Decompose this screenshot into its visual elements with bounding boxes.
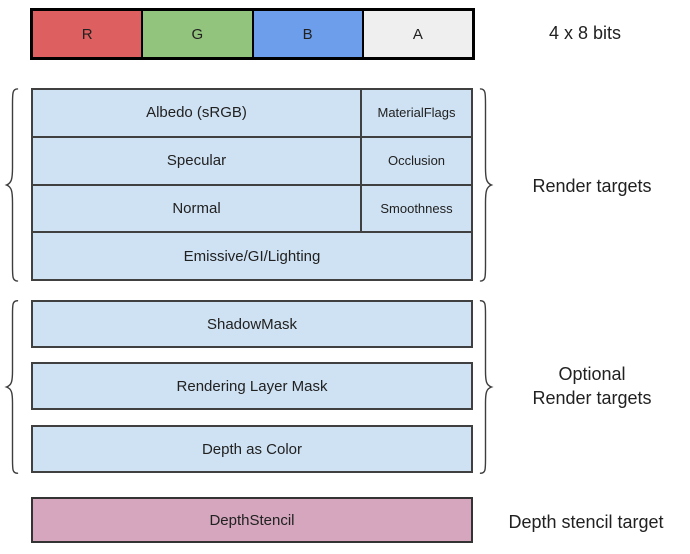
rgba-channel-bar: R G B A	[30, 8, 475, 60]
optional-targets-label-line2: Render targets	[532, 388, 652, 408]
render-target-cell-emissive: Emissive/GI/Lighting	[33, 233, 471, 279]
render-target-row-albedo: Albedo (sRGB) MaterialFlags	[33, 90, 471, 136]
render-target-alpha-cell-materialflags: MaterialFlags	[360, 90, 471, 136]
optional-targets-left-brace	[4, 299, 20, 475]
optional-target-box-shadowmask: ShadowMask	[31, 300, 473, 348]
depth-stencil-label: Depth stencil target	[508, 512, 664, 532]
render-target-alpha-cell-smoothness: Smoothness	[360, 185, 471, 232]
bits-annotation: 4 x 8 bits	[548, 23, 622, 43]
render-targets-right-brace	[478, 87, 494, 283]
render-target-row-normal: Normal Smoothness	[33, 183, 471, 232]
optional-targets-label-line1: Optional	[558, 364, 626, 384]
depth-stencil-box: DepthStencil	[31, 497, 473, 543]
render-targets-table: Albedo (sRGB) MaterialFlags Specular Occ…	[31, 88, 473, 281]
render-target-row-emissive: Emissive/GI/Lighting	[33, 231, 471, 279]
channel-cell-g: G	[141, 11, 252, 57]
render-target-cell-normal: Normal	[33, 185, 360, 232]
render-targets-left-brace	[4, 87, 20, 283]
optional-targets-label: Optional Render targets	[498, 362, 686, 410]
render-target-cell-albedo: Albedo (sRGB)	[33, 90, 360, 136]
render-targets-label: Render targets	[532, 176, 652, 196]
optional-target-box-rendering-layer-mask: Rendering Layer Mask	[31, 362, 473, 410]
render-target-row-specular: Specular Occlusion	[33, 135, 471, 184]
channel-cell-a: A	[361, 11, 472, 57]
optional-targets-right-brace	[478, 299, 494, 475]
render-target-alpha-cell-occlusion: Occlusion	[360, 137, 471, 184]
channel-cell-r: R	[33, 11, 142, 57]
channel-cell-b: B	[251, 11, 362, 57]
render-target-cell-specular: Specular	[33, 137, 360, 184]
optional-target-box-depth-as-color: Depth as Color	[31, 425, 473, 473]
